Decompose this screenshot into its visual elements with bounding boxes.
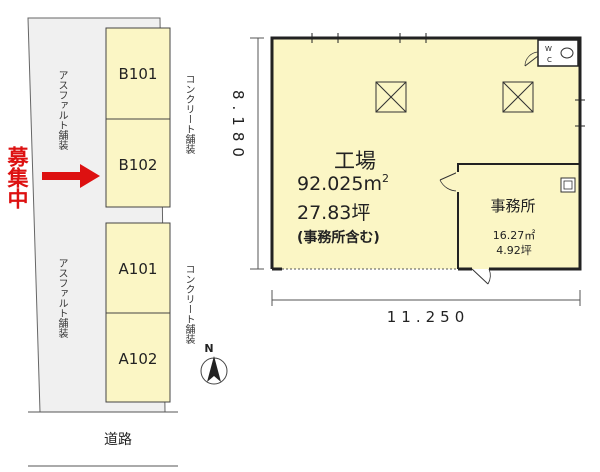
road-label: 道路	[104, 432, 132, 448]
depth-dimension-line	[250, 37, 264, 270]
recruiting-arrow-icon	[42, 164, 100, 188]
north-label: N	[204, 342, 213, 355]
north-arrow-icon	[200, 356, 228, 385]
office-wall	[457, 163, 580, 269]
recruiting-label: 募集中	[5, 146, 29, 209]
width-dimension-line	[271, 290, 581, 306]
wc-label-c: C	[547, 56, 552, 64]
outer-wall	[270, 36, 582, 271]
office-area-m2: 16.27㎡	[493, 229, 536, 242]
wc-label-w: W	[545, 45, 552, 53]
wc-door-leaf	[524, 55, 539, 67]
factory-label: 工場	[334, 149, 376, 173]
office-area-tsubo: 4.92坪	[496, 244, 532, 257]
window-marks	[311, 33, 585, 127]
concrete-label-lower: コンクリート舗装	[183, 264, 194, 344]
sink-icon	[560, 177, 576, 193]
depth-dimension: 8.180	[229, 90, 247, 163]
parking-space-b102	[105, 118, 171, 208]
office-floor	[458, 164, 580, 269]
unit-label-a101: A101	[119, 260, 158, 278]
parking-space-b101	[105, 27, 171, 120]
wc-room	[537, 39, 579, 67]
skylight-left-icon	[375, 81, 407, 113]
toilet-icon	[560, 47, 574, 59]
concrete-label-upper: コンクリート舗装	[183, 74, 194, 154]
asphalt-label-upper: アスファルト舗装	[56, 70, 67, 150]
factory-note: (事務所含む)	[297, 229, 380, 246]
office-door-gap	[456, 172, 460, 192]
unit-label-b101: B101	[119, 65, 158, 83]
exterior-door-leaf	[471, 268, 489, 285]
office-label: 事務所	[490, 197, 535, 215]
factory-area-m2: 92.025m2	[297, 172, 389, 195]
unit-label-a102: A102	[119, 350, 158, 368]
office-door-leaf	[439, 171, 459, 181]
factory-area-tsubo: 27.83坪	[297, 202, 370, 224]
parking-space-a102	[105, 312, 171, 403]
parking-space-a101	[105, 222, 171, 314]
skylight-right-icon	[502, 81, 534, 113]
exterior-door-swing	[487, 268, 491, 285]
unit-label-b102: B102	[119, 156, 158, 174]
asphalt-label-lower: アスファルト舗装	[56, 258, 67, 338]
width-dimension: 11.250	[387, 308, 470, 326]
